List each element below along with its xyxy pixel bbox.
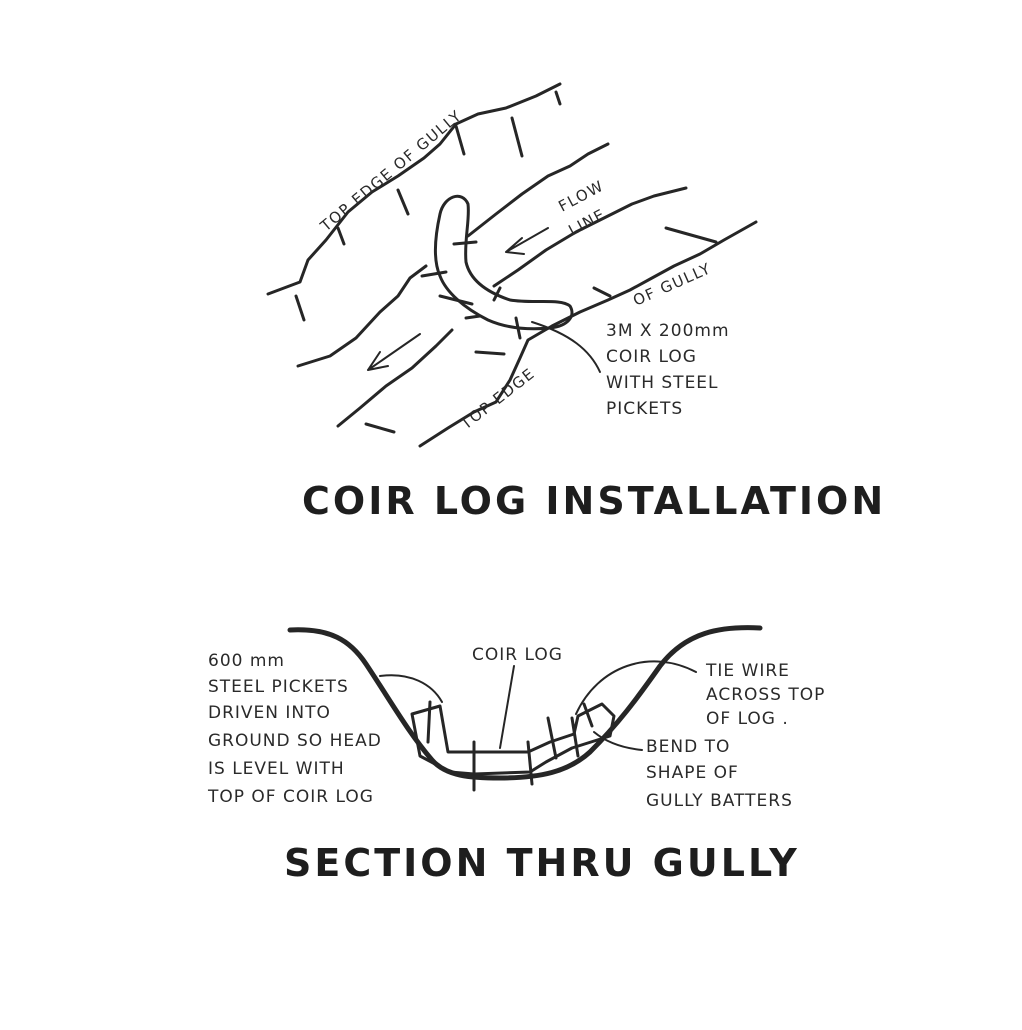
pickets-note-line5: IS LEVEL WITH xyxy=(208,759,345,779)
upper-gully-edge xyxy=(266,82,562,296)
coir-log-leader xyxy=(499,665,515,749)
section-pickets xyxy=(426,700,594,792)
pickets-note-line6: TOP OF COIR LOG xyxy=(207,787,374,807)
channel-line-2 xyxy=(466,142,610,238)
gully-profile xyxy=(287,625,763,781)
coir-log-section xyxy=(410,702,616,776)
downstream-arrow-icon xyxy=(367,333,421,371)
tie-wire-note-line1: TIE WIRE xyxy=(705,661,790,681)
section-title: SECTION THRU GULLY xyxy=(284,841,800,885)
lower-gully-edge xyxy=(418,220,758,448)
lower-edge-label-b: TOP EDGE xyxy=(457,364,539,434)
bend-leader xyxy=(593,731,643,751)
log-note-line2: COIR LOG xyxy=(606,347,697,367)
tie-wire-note-line3: OF LOG . xyxy=(706,709,789,729)
tie-wire-note-line2: ACROSS TOP xyxy=(706,685,825,705)
upper-edge-label: TOP EDGE OF GULLY xyxy=(316,106,465,235)
bend-note-line2: SHAPE OF xyxy=(646,763,739,783)
log-pickets xyxy=(420,240,522,340)
pickets-leader xyxy=(379,674,443,703)
coir-log-plan xyxy=(433,194,574,331)
log-note-line4: PICKETS xyxy=(606,399,683,419)
channel-line-4 xyxy=(492,186,688,288)
pickets-note-line2: STEEL PICKETS xyxy=(208,677,349,697)
log-note-line3: WITH STEEL xyxy=(606,373,719,393)
plan-title: COIR LOG INSTALLATION xyxy=(302,479,886,523)
pickets-note-line3: DRIVEN INTO xyxy=(208,703,331,723)
log-leader-line xyxy=(531,321,601,373)
coir-log-label: COIR LOG xyxy=(472,645,563,665)
upper-edge-ticks xyxy=(294,90,562,322)
section-view: 600 mm STEEL PICKETS DRIVEN INTO GROUND … xyxy=(207,625,825,885)
lower-edge-ticks xyxy=(364,226,718,434)
tie-wire-leader xyxy=(575,660,697,715)
flow-arrow-icon xyxy=(505,227,549,255)
pickets-note-line4: GROUND SO HEAD xyxy=(208,731,382,751)
plan-view: TOP EDGE OF GULLY FLOW LINE OF GULLY TOP… xyxy=(266,82,886,523)
log-note-line1: 3M X 200mm xyxy=(606,321,730,341)
bend-note-line3: GULLY BATTERS xyxy=(646,791,793,811)
channel-line-1 xyxy=(296,264,428,368)
channel-line-3 xyxy=(336,328,454,428)
pickets-note-line1: 600 mm xyxy=(208,651,285,671)
bend-note-line1: BEND TO xyxy=(646,737,730,757)
